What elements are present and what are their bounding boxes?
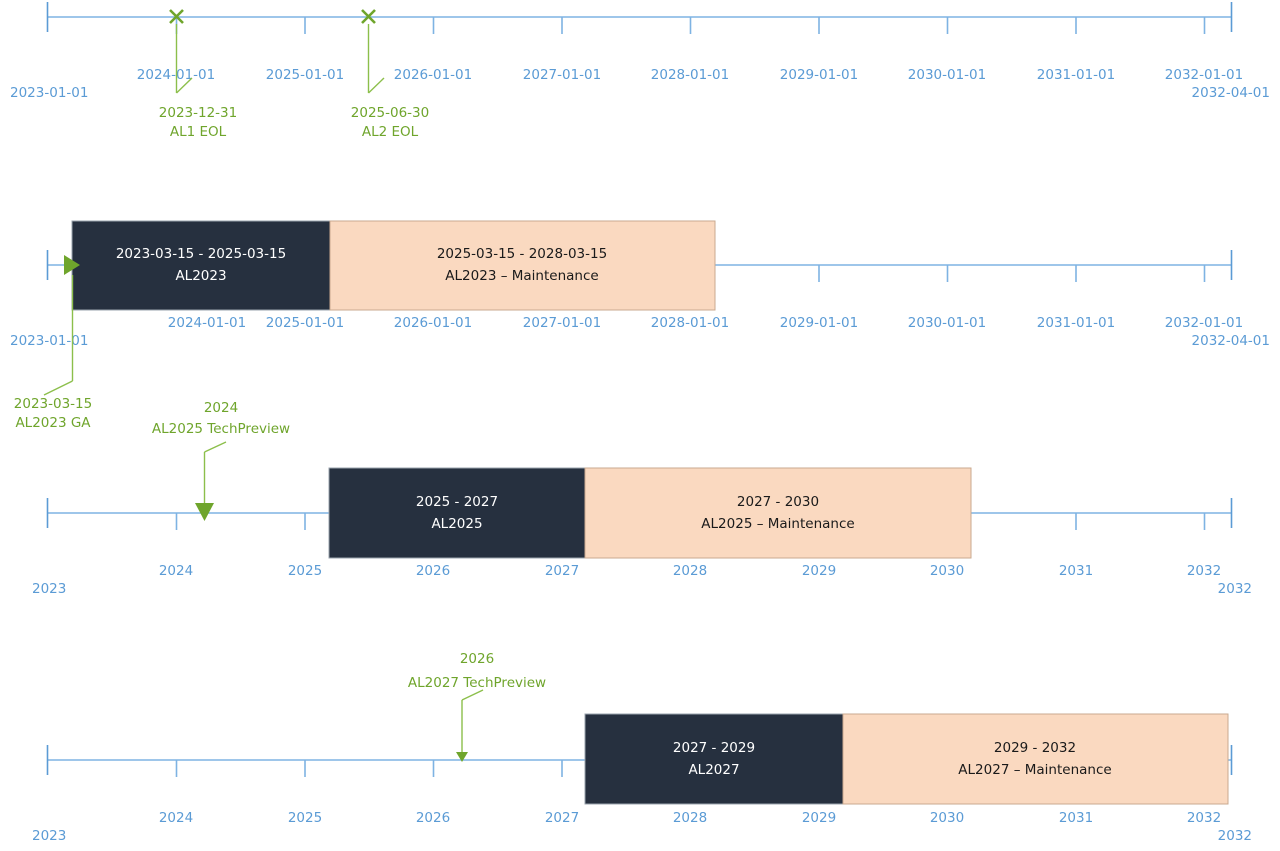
tick-label-lane3-2029: 2029 [802, 563, 836, 579]
tick-label-lane4-2025: 2025 [288, 810, 322, 826]
lane-al2027: 2027 - 2029 AL2027 2029 - 2032 AL2027 – … [32, 651, 1252, 844]
marker-elbow-al2025-techpreview [204, 441, 227, 453]
bar-al2025-active[interactable] [328, 467, 586, 559]
bar-al2027-maintenance[interactable] [842, 713, 1229, 805]
tick-label-lane4-end: 2032 [1218, 828, 1252, 844]
marker-elbow-al2027-techpreview [461, 689, 484, 701]
tick-label-lane3-end: 2032 [1218, 581, 1252, 597]
tick-label-lane1-2027: 2027-01-01 [523, 67, 601, 83]
tick-label-lane1-2031: 2031-01-01 [1037, 67, 1115, 83]
marker-elbow-al2-eol [368, 77, 385, 94]
bar-al2023-active[interactable] [71, 220, 331, 311]
tick-label-lane4-2029: 2029 [802, 810, 836, 826]
tick-label-lane1-2026: 2026-01-01 [394, 67, 472, 83]
lane-eol: 2023-01-01 2024-01-01 2025-01-01 2026-01… [10, 2, 1270, 140]
x-marker-icon-al1-eol [169, 9, 184, 24]
marker-al1-eol: 2023-12-31 AL1 EOL [159, 9, 237, 140]
tick-label-lane2-2032: 2032-01-01 [1165, 315, 1243, 331]
tick-label-lane1-2028: 2028-01-01 [651, 67, 729, 83]
tick-label-lane4-2031: 2031 [1059, 810, 1093, 826]
bar-al2027-active-name: AL2027 [688, 762, 739, 778]
tick-label-lane4-2028: 2028 [673, 810, 707, 826]
marker-date-al1-eol: 2023-12-31 [159, 105, 237, 121]
tick-label-lane2-2024: 2024-01-01 [168, 315, 246, 331]
bar-al2023-active-name: AL2023 [175, 268, 226, 284]
tick-label-lane4-2030: 2030 [930, 810, 964, 826]
tick-label-lane3-2032: 2032 [1187, 563, 1221, 579]
bar-al2027-active[interactable] [584, 713, 844, 805]
tick-label-lane3-2031: 2031 [1059, 563, 1093, 579]
tick-label-lane3-2025: 2025 [288, 563, 322, 579]
tick-label-lane2-2028: 2028-01-01 [651, 315, 729, 331]
bar-al2025-active-name: AL2025 [431, 516, 482, 532]
tick-label-lane2-2030: 2030-01-01 [908, 315, 986, 331]
tick-label-lane4-2027: 2027 [545, 810, 579, 826]
bar-al2023-active-range: 2023-03-15 - 2025-03-15 [116, 246, 286, 262]
tick-label-lane3-2024: 2024 [159, 563, 193, 579]
tick-label-lane1-end: 2032-04-01 [1192, 85, 1270, 101]
marker-elbow-al1-eol [176, 77, 193, 94]
lane-al2025: 2025 - 2027 AL2025 2027 - 2030 AL2025 – … [32, 400, 1252, 597]
bar-al2023-maint-name: AL2023 – Maintenance [445, 268, 598, 284]
marker-date-al2-eol: 2025-06-30 [351, 105, 429, 121]
tick-label-lane3-start: 2023 [32, 581, 66, 597]
tick-label-lane4-start: 2023 [32, 828, 66, 844]
marker-label-al2025-techpreview: AL2025 TechPreview [152, 421, 290, 437]
tick-label-lane3-2030: 2030 [930, 563, 964, 579]
marker-elbow-al2023-ga [43, 380, 73, 396]
bar-al2025-active-range: 2025 - 2027 [416, 494, 498, 510]
tick-label-lane3-2027: 2027 [545, 563, 579, 579]
bar-al2023-maintenance[interactable] [329, 220, 716, 311]
bar-al2025-maintenance[interactable] [584, 467, 972, 559]
bar-al2023-maint-range: 2025-03-15 - 2028-03-15 [437, 246, 607, 262]
tick-label-lane1-2030: 2030-01-01 [908, 67, 986, 83]
x-marker-icon-al2-eol [361, 9, 376, 24]
marker-al2027-techpreview: 2026 AL2027 TechPreview [408, 651, 546, 762]
bar-al2025-maint-range: 2027 - 2030 [737, 494, 819, 510]
lane-al2023: 2023-03-15 - 2025-03-15 AL2023 2025-03-1… [10, 220, 1270, 431]
triangle-down-icon-al2027-techpreview [456, 752, 468, 762]
tick-label-lane1-2025: 2025-01-01 [266, 67, 344, 83]
marker-label-al1-eol: AL1 EOL [170, 124, 227, 140]
tick-label-lane1-2029: 2029-01-01 [780, 67, 858, 83]
tick-label-lane2-2026: 2026-01-01 [394, 315, 472, 331]
marker-date-al2027-techpreview: 2026 [460, 651, 494, 667]
marker-al2023-ga: 2023-03-15 AL2023 GA [14, 255, 92, 431]
tick-label-lane2-2027: 2027-01-01 [523, 315, 601, 331]
tick-label-lane4-2026: 2026 [416, 810, 450, 826]
marker-label-al2027-techpreview: AL2027 TechPreview [408, 675, 546, 691]
tick-label-lane3-2026: 2026 [416, 563, 450, 579]
tick-label-lane2-end: 2032-04-01 [1192, 333, 1270, 349]
tick-label-lane1-2032: 2032-01-01 [1165, 67, 1243, 83]
tick-label-lane4-2024: 2024 [159, 810, 193, 826]
tick-label-lane1-start: 2023-01-01 [10, 85, 88, 101]
tick-label-lane2-start: 2023-01-01 [10, 333, 88, 349]
marker-label-al2023-ga: AL2023 GA [15, 415, 91, 431]
tick-label-lane2-2029: 2029-01-01 [780, 315, 858, 331]
triangle-down-icon-al2025-techpreview [195, 503, 214, 521]
bar-al2027-maint-range: 2029 - 2032 [994, 740, 1076, 756]
marker-al2-eol: 2025-06-30 AL2 EOL [351, 9, 429, 140]
tick-label-lane2-2025: 2025-01-01 [266, 315, 344, 331]
marker-date-al2023-ga: 2023-03-15 [14, 396, 92, 412]
marker-date-al2025-techpreview: 2024 [204, 400, 238, 416]
marker-al2025-techpreview: 2024 AL2025 TechPreview [152, 400, 290, 521]
bar-al2025-maint-name: AL2025 – Maintenance [701, 516, 854, 532]
marker-label-al2-eol: AL2 EOL [362, 124, 419, 140]
tick-label-lane2-2031: 2031-01-01 [1037, 315, 1115, 331]
triangle-up-icon-al2023-ga [64, 255, 80, 275]
bar-al2027-active-range: 2027 - 2029 [673, 740, 755, 756]
bar-al2027-maint-name: AL2027 – Maintenance [958, 762, 1111, 778]
tick-label-lane4-2032: 2032 [1187, 810, 1221, 826]
tick-label-lane3-2028: 2028 [673, 563, 707, 579]
